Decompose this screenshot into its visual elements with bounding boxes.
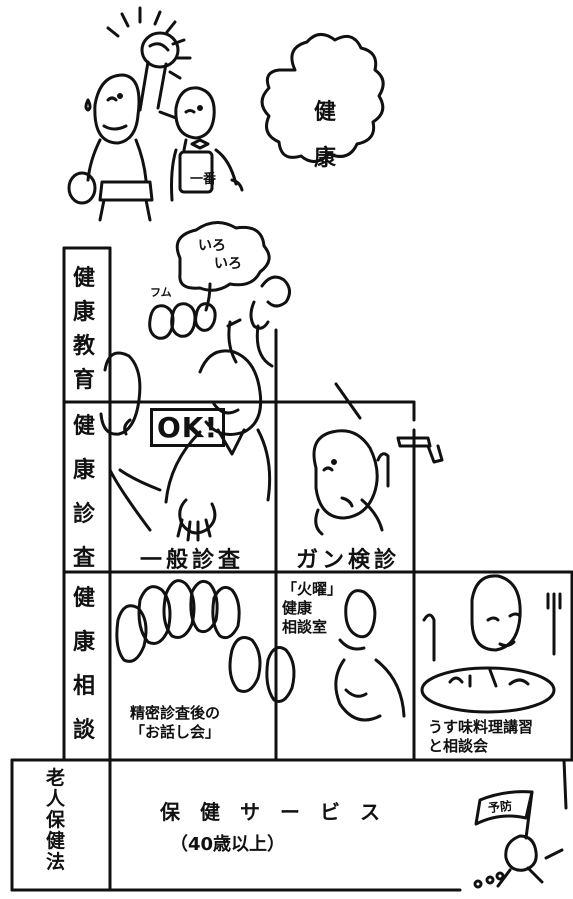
cat-edu-2: 康 <box>73 300 96 325</box>
cat-con-2: 康 <box>73 630 96 655</box>
cat-con-4: 談 <box>73 718 96 743</box>
cat-con-1: 健 <box>73 586 96 611</box>
category-health-checkup: 健 康 診 査 <box>73 410 95 576</box>
tuesday-doctor-drawing <box>334 589 406 722</box>
cat-law-5: 法 <box>46 851 66 873</box>
cat-edu-4: 育 <box>73 368 96 393</box>
prevention-flag-text: 予防 <box>487 798 513 816</box>
category-elderly-health-law: 老 人 保 健 法 <box>46 768 65 873</box>
cat-law-3: 保 <box>46 809 66 831</box>
cat-edu-3: 教 <box>73 334 96 359</box>
cat-chk-2: 康 <box>73 458 96 483</box>
talk-session-line1: 精密診査後の <box>130 704 221 722</box>
talk-session-line2: 「お話し会」 <box>130 722 221 741</box>
speech-line1: いろ <box>198 238 226 254</box>
speech-bubble-text: いろ いろ <box>198 238 242 273</box>
health-service-age: （40歳以上） <box>170 834 286 855</box>
talk-session-drawing <box>115 579 296 703</box>
ok-sign: OK! <box>150 408 226 447</box>
cloud-label-line1: 健 <box>313 100 336 125</box>
cat-law-1: 老 <box>46 767 66 789</box>
cloud-label-line2: 康 <box>313 146 336 171</box>
cooking-line1: うす味料理講習 <box>428 718 534 736</box>
speech-line2: いろ <box>214 255 242 272</box>
cancer-checkup-drawing <box>312 382 444 536</box>
cat-chk-1: 健 <box>73 414 96 439</box>
cancer-checkup-label: ガン検診 <box>296 548 401 573</box>
category-health-education: 健 康 教 育 <box>73 262 95 398</box>
cat-con-3: 相 <box>73 674 96 699</box>
general-checkup-label: 一般診査 <box>140 548 245 573</box>
tuesday-line3: 相談室 <box>282 617 328 636</box>
cat-edu-1: 健 <box>73 266 96 291</box>
health-service-title: 保 健 サ ー ビ ス <box>160 800 380 824</box>
education-drawing <box>148 221 291 368</box>
talk-session-label: 精密診査後の 「お話し会」 <box>130 704 220 742</box>
table-frame <box>10 246 573 892</box>
tuesday-line2: 健康 <box>282 598 313 617</box>
health-cloud-shape <box>260 33 385 163</box>
category-health-consult: 健 康 相 談 <box>73 582 95 748</box>
cat-chk-4: 査 <box>73 546 96 571</box>
tuesday-line1: 「火曜」 <box>282 580 343 598</box>
fumu-text-a: フム <box>150 286 172 299</box>
tuesday-consult-label: 「火曜」 健康 相談室 <box>282 580 342 636</box>
cloud-label: 健 康 <box>300 94 350 172</box>
cat-law-2: 人 <box>46 788 66 810</box>
referee-sash-text: 一番 <box>190 172 217 187</box>
boxer-winner-figure <box>67 6 244 222</box>
cooking-line2: と相談会 <box>428 736 489 755</box>
cat-chk-3: 診 <box>73 502 96 527</box>
cooking-class-drawing <box>420 574 562 714</box>
prevention-flag-drawing <box>473 790 564 889</box>
cooking-class-label: うす味料理講習 と相談会 <box>428 718 533 756</box>
cat-law-4: 健 <box>46 830 66 852</box>
